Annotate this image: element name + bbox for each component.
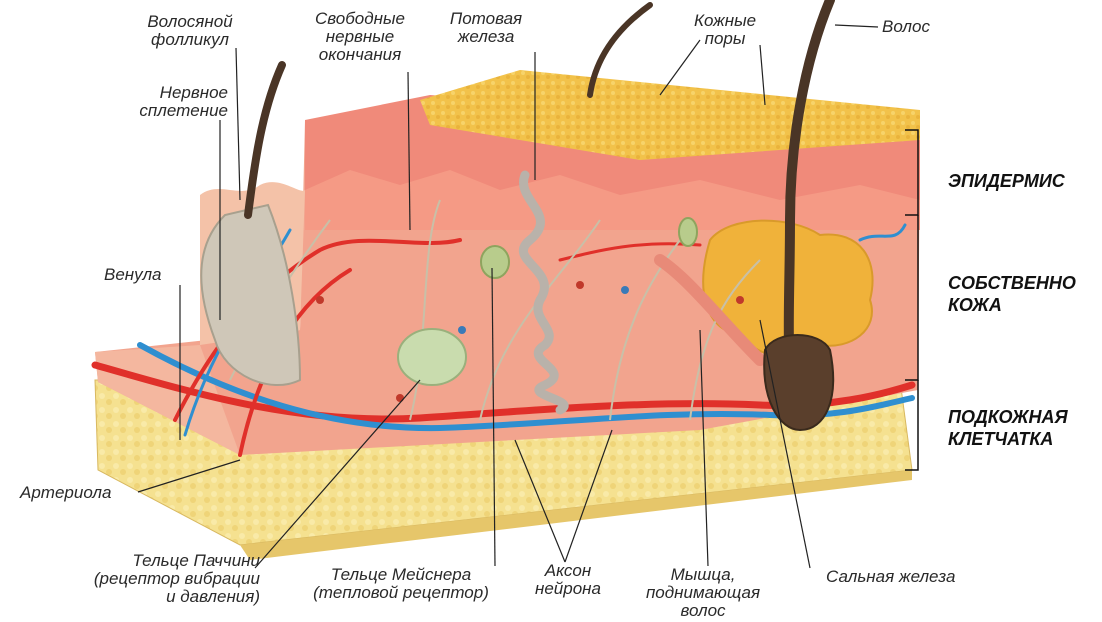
label-pacinian-line2: (рецептор вибрации (48, 570, 260, 588)
layer-dermis-line1: СОБСТВЕННО (948, 272, 1076, 294)
meissner-corpuscle (481, 246, 509, 278)
label-meissner-corpuscle: Тельце Мейснера (тепловой рецептор) (290, 566, 512, 602)
label-hair-text: Волос (882, 18, 930, 36)
pacinian-corpuscle (398, 329, 466, 385)
layer-epidermis-text: ЭПИДЕРМИС (948, 170, 1065, 192)
label-arteriole: Артериола (20, 484, 111, 502)
label-free-nerve-endings-line3: окончания (300, 46, 420, 64)
label-hair-follicle-line1: Волосяной (132, 13, 248, 31)
label-arrector-muscle: Мышца, поднимающая волос (640, 566, 766, 620)
label-sebaceous-text: Сальная железа (826, 568, 955, 586)
label-free-nerve-endings-line2: нервные (300, 28, 420, 46)
label-skin-pores-line1: Кожные (685, 12, 765, 30)
label-skin-pores-line2: поры (685, 30, 765, 48)
label-meissner-line2: (тепловой рецептор) (290, 584, 512, 602)
label-neuron-axon: Аксон нейрона (525, 562, 611, 598)
label-skin-pores: Кожные поры (685, 12, 765, 48)
label-pacinian-corpuscle: Тельце Паччини (рецептор вибрации и давл… (48, 552, 260, 606)
label-axon-line2: нейрона (525, 580, 611, 598)
label-muscle-line1: Мышца, (640, 566, 766, 584)
label-free-nerve-endings: Свободные нервные окончания (300, 10, 420, 64)
label-venule-text: Венула (104, 266, 162, 284)
label-pacinian-line3: и давления) (48, 588, 260, 606)
label-axon-line1: Аксон (525, 562, 611, 580)
label-sweat-gland-line1: Потовая (438, 10, 534, 28)
layer-label-hypodermis: ПОДКОЖНАЯ КЛЕТЧАТКА (948, 406, 1068, 450)
label-nerve-plexus-line2: сплетение (118, 102, 228, 120)
label-sebaceous-gland: Сальная железа (826, 568, 955, 586)
label-nerve-plexus-line1: Нервное (118, 84, 228, 102)
label-muscle-line3: волос (640, 602, 766, 620)
label-hair: Волос (882, 18, 930, 36)
label-meissner-line1: Тельце Мейснера (290, 566, 512, 584)
label-muscle-line2: поднимающая (640, 584, 766, 602)
layer-hypodermis-line1: ПОДКОЖНАЯ (948, 406, 1068, 428)
label-nerve-plexus: Нервное сплетение (118, 84, 228, 120)
label-hair-follicle: Волосяной фолликул (132, 13, 248, 49)
label-sweat-gland: Потовая железа (438, 10, 534, 46)
label-sweat-gland-line2: железа (438, 28, 534, 46)
label-arteriole-text: Артериола (20, 484, 111, 502)
layer-hypodermis-line2: КЛЕТЧАТКА (948, 428, 1068, 450)
label-hair-follicle-line2: фолликул (132, 31, 248, 49)
layer-label-epidermis: ЭПИДЕРМИС (948, 170, 1065, 192)
meissner-corpuscle-2 (679, 218, 697, 246)
label-pacinian-line1: Тельце Паччини (48, 552, 260, 570)
layer-label-dermis: СОБСТВЕННО КОЖА (948, 272, 1076, 316)
layer-dermis-line2: КОЖА (948, 294, 1076, 316)
label-free-nerve-endings-line1: Свободные (300, 10, 420, 28)
label-venule: Венула (104, 266, 162, 284)
